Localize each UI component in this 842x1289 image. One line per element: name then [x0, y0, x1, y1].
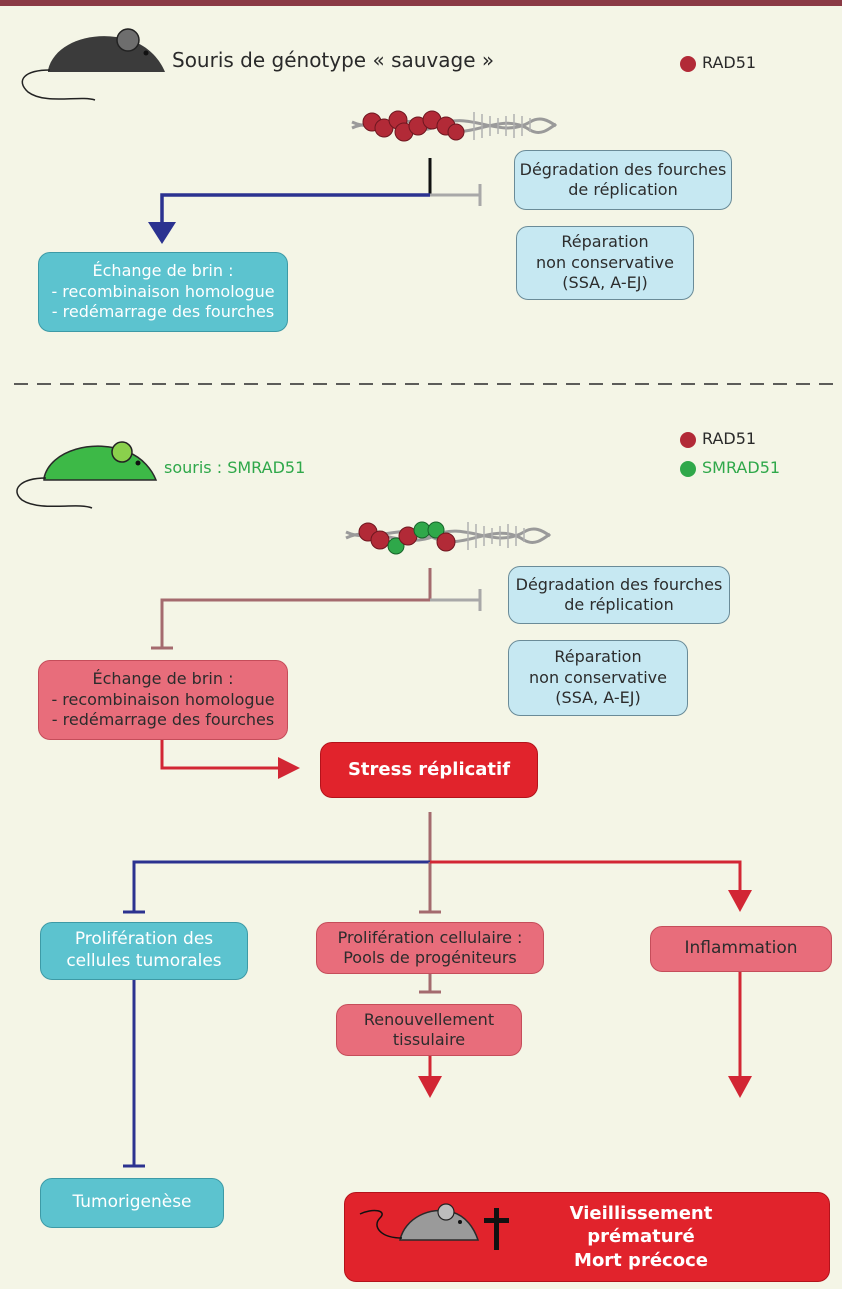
reparation-box-top: Réparation non conservative (SSA, A-EJ): [516, 226, 694, 300]
renouvellement-line-1: Renouvellement: [363, 1009, 495, 1029]
stress-label: Stress réplicatif: [347, 759, 511, 781]
echange-line-2: - recombinaison homologue: [51, 281, 275, 301]
vieillissement-line-2: Mort précoce: [574, 1249, 708, 1271]
inflammation-box: Inflammation: [650, 926, 832, 972]
prolif-tum-line-1: Prolifération des: [74, 929, 214, 950]
degradation-box-bottom: Dégradation des fourches de réplication: [508, 566, 730, 624]
top-border: [0, 0, 842, 6]
smrad51-mouse-icon: [16, 441, 158, 509]
smrad51-mouse-label: souris : SMRAD51: [164, 458, 306, 477]
proliferation-cellulaire-box: Prolifération cellulaire : Pools de prog…: [316, 922, 544, 974]
tumorigenese-box: Tumorigenèse: [40, 1178, 224, 1228]
proliferation-tumorale-box: Prolifération des cellules tumorales: [40, 922, 248, 980]
degradation-b-line-1: Dégradation des fourches: [515, 574, 723, 594]
wildtype-pathway-arrows: [148, 158, 482, 244]
echange-b-line-3: - redémarrage des fourches: [51, 710, 275, 730]
reparation-line-2: non conservative: [536, 252, 674, 272]
wild-type-mouse-icon: [21, 28, 165, 101]
degradation-box-top: Dégradation des fourches de réplication: [514, 150, 732, 210]
smrad51-legend-dot: [680, 461, 696, 477]
reparation-box-bottom: Réparation non conservative (SSA, A-EJ): [508, 640, 688, 716]
echange-b-line-1: Échange de brin :: [92, 669, 234, 689]
reparation-line-1: Réparation: [561, 232, 649, 252]
reparation-b-line-1: Réparation: [554, 647, 642, 667]
dna-helix-wildtype-icon: [351, 110, 557, 142]
stress-replicatif-box: Stress réplicatif: [320, 742, 538, 798]
degradation-line-2: de réplication: [568, 180, 678, 199]
renouvellement-box: Renouvellement tissulaire: [336, 1004, 522, 1056]
wildtype-mouse-label: Souris de génotype « sauvage »: [172, 48, 495, 72]
echange-line-1: Échange de brin :: [92, 261, 234, 281]
prolif-tum-line-2: cellules tumorales: [66, 951, 222, 971]
vieillissement-box: Vieillissement prématuré Mort précoce: [344, 1192, 830, 1282]
echange-box-bottom: Échange de brin : - recombinaison homolo…: [38, 660, 288, 740]
degradation-b-line-2: de réplication: [564, 595, 674, 614]
dna-helix-smrad51-icon: [345, 521, 551, 555]
echange-b-line-2: - recombinaison homologue: [51, 689, 275, 709]
echange-line-3: - redémarrage des fourches: [51, 302, 275, 322]
vieillissement-line-1: Vieillissement prématuré: [569, 1203, 713, 1248]
tumorigenese-label: Tumorigenèse: [72, 1192, 192, 1213]
reparation-line-3: (SSA, A-EJ): [562, 273, 648, 293]
prolif-cell-line-1: Prolifération cellulaire :: [337, 927, 523, 947]
rad51-legend-dot: [680, 56, 696, 72]
reparation-b-line-2: non conservative: [529, 667, 667, 687]
rad51-legend-label-bottom: RAD51: [702, 429, 757, 448]
inflammation-label: Inflammation: [684, 938, 798, 959]
reparation-b-line-3: (SSA, A-EJ): [555, 688, 641, 708]
echange-box-top: Échange de brin : - recombinaison homolo…: [38, 252, 288, 332]
rad51-legend-dot-bottom: [680, 432, 696, 448]
degradation-line-1: Dégradation des fourches: [519, 159, 727, 179]
smrad51-legend-label: SMRAD51: [702, 458, 781, 477]
rad51-legend-label: RAD51: [702, 53, 757, 72]
prolif-cell-line-2: Pools de progéniteurs: [343, 948, 517, 967]
renouvellement-line-2: tissulaire: [392, 1030, 466, 1049]
